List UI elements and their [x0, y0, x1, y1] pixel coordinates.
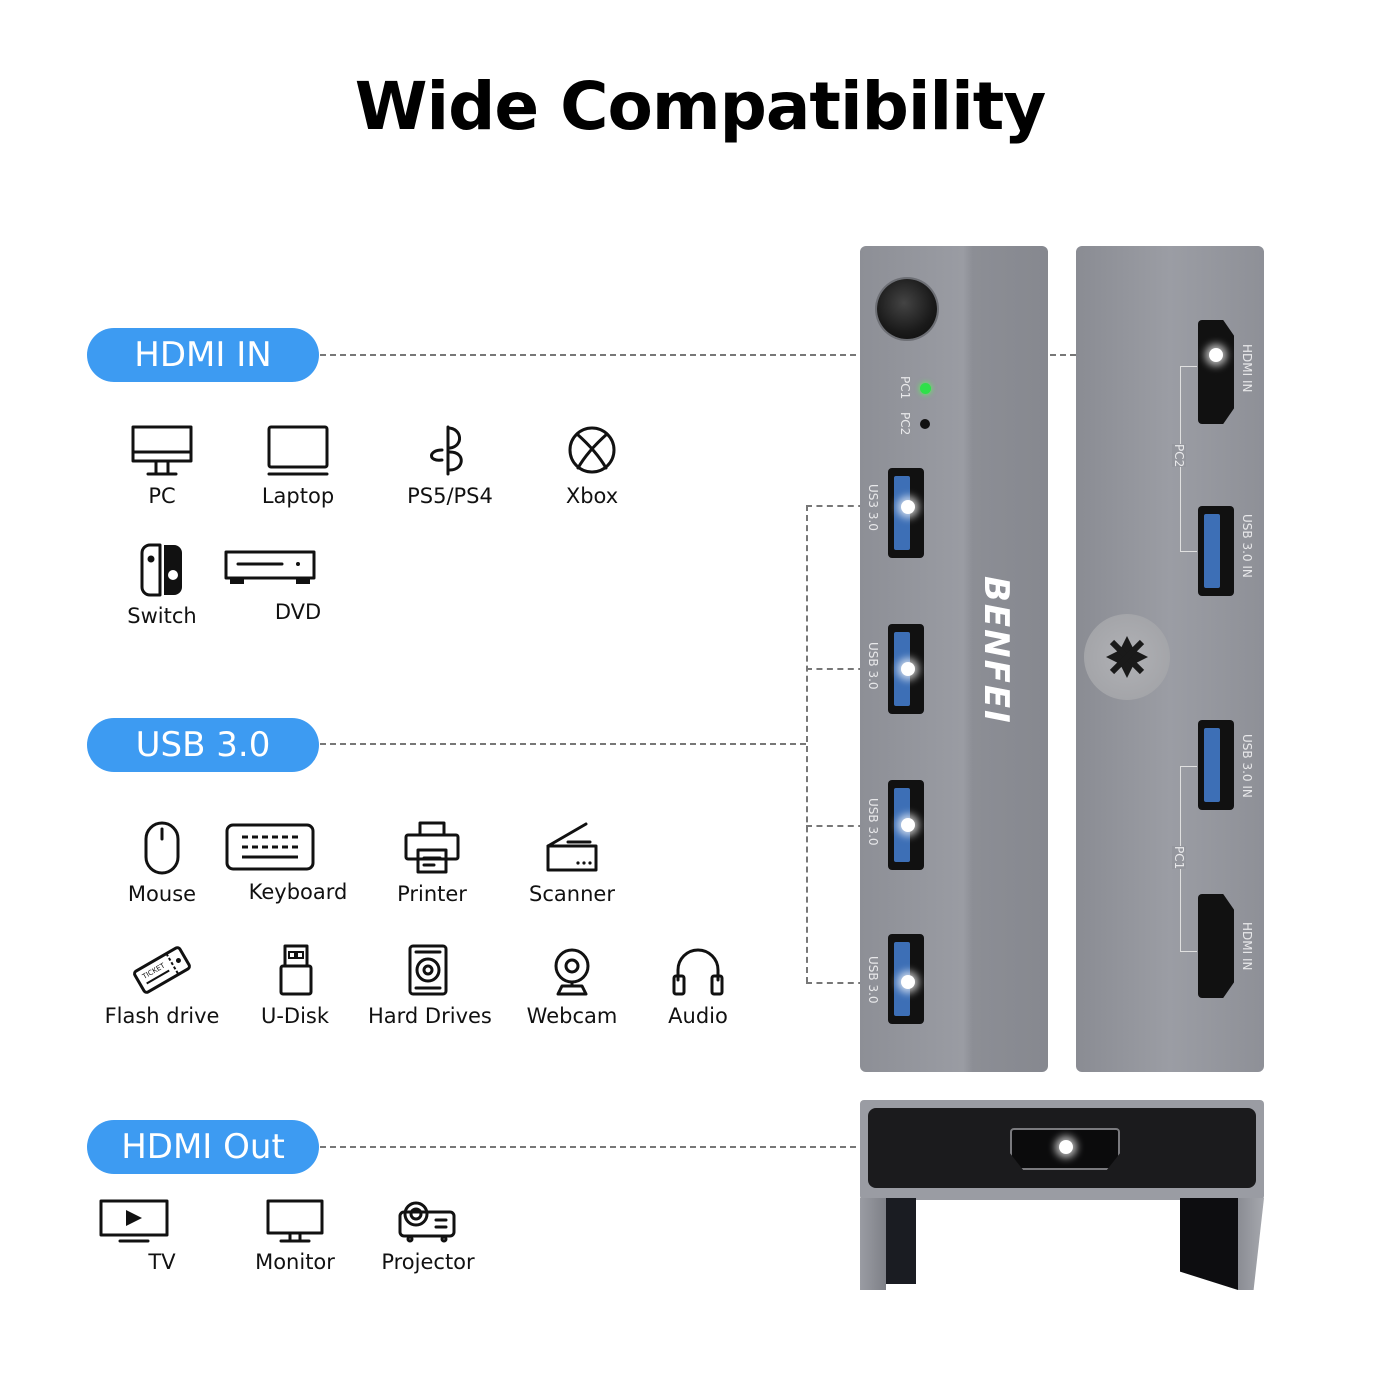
- nintendo-switch-icon: [140, 543, 182, 597]
- hdmi-out-label: HDMI Out: [121, 1127, 285, 1167]
- switch-front-panel: PC1 PC2 US3 3.0 USB 3.0 USB 3.0 USB 3.0 …: [860, 246, 1048, 1072]
- xbox-icon: [568, 426, 616, 474]
- device-label: Printer: [397, 882, 467, 906]
- hdmi-in-pill: HDMI IN: [87, 328, 319, 382]
- device-label: U-Disk: [260, 1004, 330, 1028]
- device-keyboard: Keyboard: [225, 820, 358, 904]
- end-cap: [868, 1108, 1256, 1188]
- usb-port-4: [888, 934, 924, 1024]
- usb-port-label: USB 3.0: [866, 956, 880, 1004]
- device-scanner: Scanner: [512, 820, 632, 906]
- usb-connector-trunk: [806, 505, 808, 983]
- hdmi-out-connector-line: [320, 1146, 1056, 1148]
- device-label: Projector: [381, 1250, 475, 1274]
- device-label: Audio: [668, 1004, 728, 1028]
- group-label-pc2: PC2: [1172, 444, 1186, 468]
- led-pc2-indicator: [920, 419, 930, 429]
- monitor-icon: [266, 1199, 324, 1243]
- webcam-icon: [554, 948, 590, 996]
- device-hard-drive: Hard Drives: [368, 942, 492, 1028]
- desktop-pc-icon: [131, 425, 193, 476]
- page-title: Wide Compatibility: [354, 68, 1047, 145]
- usb-port-3: [888, 780, 924, 870]
- usb-in-port-pc1: [1198, 720, 1234, 810]
- device-label: Hard Drives: [368, 1004, 492, 1028]
- usb-branch-4: [806, 982, 906, 984]
- device-label: Keyboard: [248, 880, 348, 904]
- port-label: USB 3.0 IN: [1240, 514, 1254, 578]
- usb-connector-line: [320, 743, 806, 745]
- hdmi-in-port-pc1: [1198, 894, 1234, 998]
- device-flash-drive: TICKET Flash drive: [102, 942, 222, 1028]
- port-label: HDMI IN: [1240, 922, 1254, 971]
- device-webcam: Webcam: [512, 942, 632, 1028]
- device-label: DVD: [274, 600, 322, 624]
- device-mouse: Mouse: [102, 820, 222, 906]
- device-printer: Printer: [372, 820, 492, 906]
- device-label: Xbox: [565, 484, 619, 508]
- laptop-icon: [267, 425, 329, 476]
- usb-port-label: USB 3.0: [866, 642, 880, 690]
- device-laptop: Laptop: [238, 424, 358, 508]
- device-label: Scanner: [529, 882, 615, 906]
- device-label: Monitor: [255, 1250, 335, 1274]
- switch-back-panel: HDMI IN PC2 USB 3.0 IN USB 3.0 IN PC1 HD…: [1076, 246, 1264, 1072]
- usb-branch-2: [806, 668, 906, 670]
- usb-disk-icon: [279, 944, 313, 996]
- hdmi-out-pill: HDMI Out: [87, 1120, 319, 1174]
- hard-drive-icon: [408, 944, 448, 996]
- tv-icon: [99, 1199, 169, 1243]
- ticket-flash-drive-icon: TICKET: [133, 946, 191, 994]
- led-pc1-indicator: [920, 383, 931, 394]
- usb-label: USB 3.0: [135, 725, 271, 765]
- device-monitor: Monitor: [235, 1198, 355, 1274]
- mounting-screw: [1084, 614, 1170, 700]
- hdmi-in-connector-line: [320, 354, 1216, 356]
- switch-button[interactable]: [877, 279, 937, 339]
- phillips-screw-icon: [1106, 636, 1148, 678]
- device-label: Mouse: [127, 882, 197, 906]
- dvd-player-icon: [224, 550, 316, 584]
- device-playstation: PS5/PS4: [390, 424, 510, 508]
- device-label: Switch: [127, 604, 197, 628]
- switch-end-view: [860, 1100, 1264, 1292]
- device-projector: Projector: [368, 1198, 488, 1274]
- device-tv: TV: [99, 1198, 222, 1274]
- playstation-icon: [430, 425, 463, 476]
- device-label: Webcam: [526, 1004, 618, 1028]
- usb-port-label: USB 3.0: [866, 798, 880, 846]
- hdmi-in-label: HDMI IN: [134, 335, 272, 375]
- device-label: Laptop: [261, 484, 335, 508]
- device-label: TV: [148, 1250, 176, 1274]
- usb-branch-3: [806, 825, 906, 827]
- led-label-pc2: PC2: [898, 412, 912, 436]
- device-xbox: Xbox: [532, 424, 652, 508]
- headphones-icon: [672, 948, 724, 996]
- usb-in-port-pc2: [1198, 506, 1234, 596]
- hdmi-in-port-pc2: [1198, 320, 1234, 424]
- keyboard-icon: [225, 823, 315, 871]
- brand-logo: BENFEI: [976, 576, 1016, 725]
- device-label: PC: [148, 484, 176, 508]
- usb-port-label: US3 3.0: [866, 484, 880, 531]
- device-label: PS5/PS4: [407, 484, 493, 508]
- usb-port-2: [888, 624, 924, 714]
- usb-port-1: [888, 468, 924, 558]
- device-pc: PC: [102, 424, 222, 508]
- device-label: Flash drive: [104, 1004, 220, 1028]
- usb-pill: USB 3.0: [87, 718, 319, 772]
- scanner-icon: [546, 822, 598, 872]
- port-label: HDMI IN: [1240, 344, 1254, 393]
- led-label-pc1: PC1: [898, 376, 912, 400]
- group-label-pc1: PC1: [1172, 846, 1186, 870]
- device-switch: Switch: [102, 542, 222, 628]
- device-u-disk: U-Disk: [235, 942, 355, 1028]
- usb-branch-1: [806, 505, 906, 507]
- port-label: USB 3.0 IN: [1240, 734, 1254, 798]
- device-audio: Audio: [638, 942, 758, 1028]
- device-dvd: DVD: [224, 544, 358, 624]
- printer-icon: [404, 821, 460, 874]
- projector-icon: [398, 1201, 456, 1243]
- mouse-icon: [144, 821, 180, 875]
